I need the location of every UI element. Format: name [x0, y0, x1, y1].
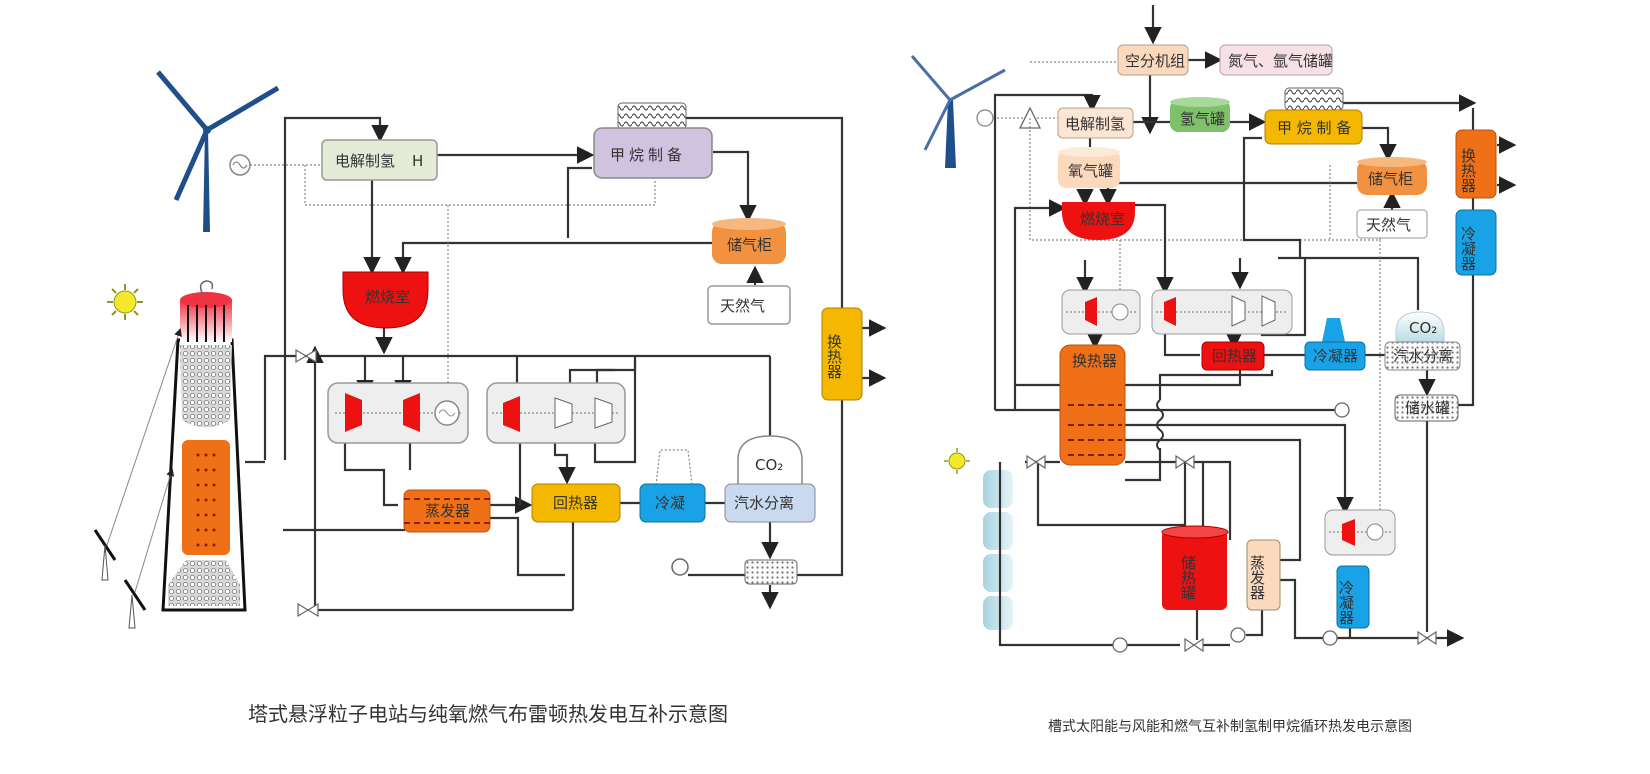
left-heat-exchanger: 换热器 — [821, 307, 863, 401]
left-condenser: 冷凝 — [639, 449, 706, 523]
label: 汽水分离 — [734, 494, 794, 512]
right-n2-ar-storage-box: 氮气、氩气储罐 — [1219, 44, 1333, 76]
right-o2-tank: 氧气罐 — [1058, 147, 1120, 188]
right-water-tank: 储水罐 — [1394, 394, 1459, 422]
valve-icon — [1026, 454, 1437, 653]
turbine-group-2 — [486, 382, 626, 444]
water-tank-icon — [744, 559, 798, 585]
label: H — [412, 152, 423, 170]
left-combustor: 燃烧室 — [342, 271, 429, 329]
right-condenser-mid: 冷凝器 — [1304, 318, 1366, 371]
label: 冷凝 — [655, 494, 685, 512]
turbine-group-1 — [1061, 289, 1141, 335]
left-evaporator: 蒸发器 — [403, 489, 491, 533]
label: 储气柜 — [1368, 170, 1413, 188]
label: 换热器 — [1072, 352, 1117, 370]
label: 蒸发器 — [1248, 555, 1266, 600]
catalyst-bed-icon — [1284, 87, 1344, 111]
left-electrolysis-box: 电解制氢 H — [321, 139, 438, 181]
right-gas-holder: 储气柜 — [1357, 157, 1427, 195]
label: 冷凝器 — [1459, 226, 1477, 271]
label: 甲烷制备 — [610, 146, 686, 164]
left-separator: 汽水分离 — [724, 483, 816, 523]
label: 冷凝器 — [1313, 347, 1358, 365]
turbine-group-1 — [327, 382, 469, 444]
right-methane-prep-box: 甲 烷 制 备 — [1264, 109, 1363, 145]
right-heat-exchanger-top: 换热器 — [1455, 129, 1497, 199]
label: 冷凝器 — [1337, 580, 1355, 625]
right-diagram: 空分机组 氮气、氩气储罐 电解制氢 氢气罐 氧气罐 甲 烷 制 备 储气 — [910, 5, 1517, 653]
label: 储气柜 — [727, 236, 772, 254]
particle-heat-exchanger — [182, 440, 230, 555]
label: 氮气、氩气储罐 — [1228, 52, 1333, 70]
right-regenerator: 回热器 — [1201, 341, 1265, 371]
label: 换热器 — [825, 334, 843, 379]
solar-tower — [161, 280, 247, 612]
electric-line — [304, 165, 656, 206]
left-regenerator: 回热器 — [531, 483, 621, 523]
label: 储水罐 — [1405, 399, 1450, 417]
left-diagram-caption: 塔式悬浮粒子电站与纯氧燃气布雷顿热发电互补示意图 — [248, 702, 728, 726]
label: 回热器 — [553, 494, 598, 512]
wind-turbine-icon — [910, 55, 1006, 168]
generator-icon — [229, 154, 251, 176]
right-separator: 汽水分离 — [1384, 341, 1461, 371]
right-co2-dome: CO₂ — [1395, 311, 1445, 342]
generator-icon — [976, 109, 994, 127]
coil-icon — [1156, 399, 1164, 451]
label: 电解制氢 — [1065, 115, 1125, 133]
pump-icon — [671, 558, 689, 576]
left-methane-prep-box: 甲烷制备 — [593, 127, 713, 179]
right-h2-tank: 氢气罐 — [1170, 97, 1230, 132]
label: 甲 烷 制 备 — [1277, 119, 1351, 137]
label: 氢气罐 — [1180, 110, 1225, 128]
wind-turbine-icon — [156, 70, 280, 232]
right-heat-storage-tank: 储热罐 — [1161, 525, 1229, 610]
pump-icon — [1112, 402, 1350, 653]
label: 汽水分离 — [1393, 347, 1453, 365]
trough-collector — [983, 470, 1013, 630]
left-process-lines — [245, 116, 887, 612]
sun-icon — [107, 284, 143, 320]
right-process-lines — [993, 5, 1517, 647]
valve-icon — [295, 348, 319, 618]
left-natural-gas-box: 天然气 — [707, 285, 791, 325]
turbine-group-2 — [1151, 289, 1293, 335]
right-diagram-caption: 槽式太阳能与风能和燃气互补制氢制甲烷循环热发电示意图 — [1048, 719, 1412, 735]
label: 燃烧室 — [365, 288, 410, 306]
label: CO₂ — [1409, 319, 1437, 337]
right-condenser-top: 冷凝器 — [1455, 209, 1497, 276]
label: 燃烧室 — [1080, 210, 1125, 228]
right-condenser-bottom: 冷凝器 — [1336, 565, 1370, 629]
sun-icon — [944, 448, 970, 474]
label: 空分机组 — [1125, 52, 1185, 70]
turbine-group-3 — [1324, 509, 1396, 556]
label: 电解制氢 — [335, 152, 395, 170]
label: 回热器 — [1212, 347, 1257, 365]
label: 氧气罐 — [1068, 162, 1113, 180]
right-natural-gas-box: 天然气 — [1356, 209, 1428, 239]
right-electrolysis-box: 电解制氢 — [1057, 107, 1134, 139]
label: 储热罐 — [1179, 555, 1197, 600]
label: 换热器 — [1459, 148, 1477, 193]
label: 天然气 — [1366, 216, 1411, 234]
right-evaporator: 蒸发器 — [1246, 539, 1281, 611]
left-diagram: 电解制氢 H 甲烷制备 储气柜 天然气 燃烧室 — [93, 70, 887, 629]
right-combustor: 燃烧室 — [1062, 202, 1135, 240]
right-heat-exchanger-main: 换热器 — [1059, 344, 1126, 466]
right-air-separation-box: 空分机组 — [1117, 44, 1189, 76]
label: 天然气 — [720, 297, 765, 315]
left-gas-holder: 储气柜 — [712, 218, 786, 264]
heliostat-icon — [93, 328, 182, 629]
label: 蒸发器 — [425, 502, 470, 520]
label: CO₂ — [755, 456, 783, 474]
left-co2-dome: CO₂ — [737, 435, 803, 484]
catalyst-bed-icon — [617, 102, 687, 130]
